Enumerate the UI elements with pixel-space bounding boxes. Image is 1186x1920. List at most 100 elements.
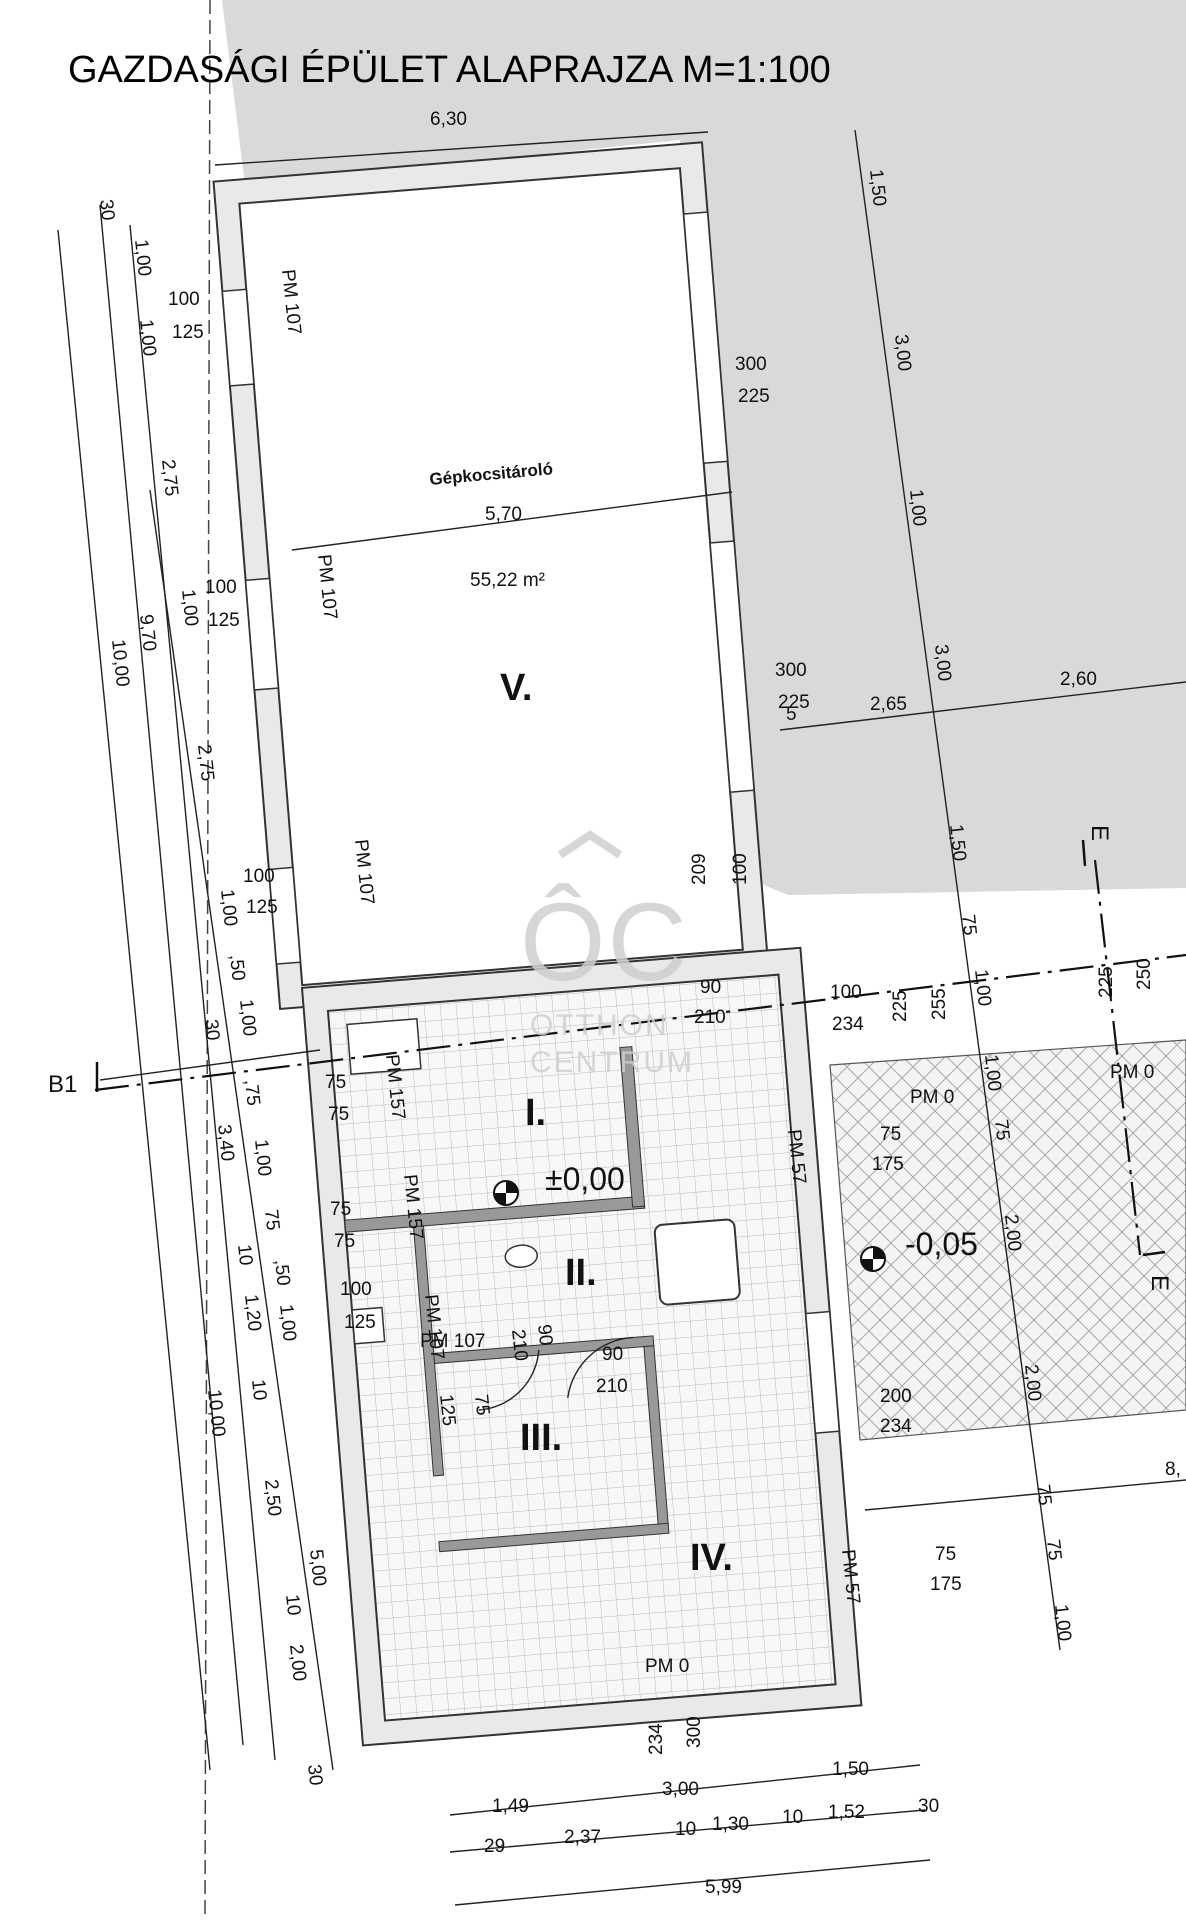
section-lines (94, 839, 1186, 1257)
left-chain-19: 5,00 (305, 1548, 330, 1587)
left-chain-13: ,50 (270, 1258, 294, 1286)
op-90-b: 90 (533, 1323, 556, 1346)
right-chain-2: 1,00 (905, 488, 930, 527)
garage-building (212, 141, 770, 1011)
op-210-c: 210 (596, 1376, 628, 1397)
pm107-e: PM 107 (420, 1331, 485, 1352)
section-e-top: E (1086, 825, 1113, 841)
left-dimension-lines (57, 204, 334, 1771)
op-125-d: 125 (344, 1312, 376, 1333)
left-chain-20: 10 (281, 1593, 304, 1616)
right-lower-0: 75 (957, 913, 980, 936)
terrace-level: -0,05 (905, 1226, 978, 1262)
right-chain-0: 1,50 (865, 168, 890, 207)
op-175-a: 175 (872, 1154, 904, 1175)
right-lower-7: 75 (1042, 1538, 1065, 1561)
op-75-b: 75 (328, 1104, 349, 1125)
op-250: 250 (1134, 958, 1155, 990)
op-75-d: 75 (334, 1231, 355, 1252)
op-210-b: 210 (507, 1328, 531, 1362)
left-chain-3: 2,75 (157, 458, 182, 497)
bottom-total: 5,99 (705, 1877, 742, 1898)
left-chain-16: 1,00 (275, 1303, 300, 1342)
terrace-hatch (829, 1039, 1186, 1441)
level-marker-terrace (860, 1246, 886, 1272)
op-125-b: 125 (208, 610, 240, 631)
right-lower-3: 75 (990, 1118, 1013, 1141)
op-100-e: 100 (830, 982, 862, 1003)
property-line (204, 0, 211, 1920)
left-chain-21: 2,00 (285, 1643, 310, 1682)
dim-2-60: 2,60 (1060, 669, 1097, 690)
op-100-b: 100 (205, 577, 237, 598)
dim-left-total2: 10,00 (203, 1388, 229, 1437)
watermark: ÔC OTTHON CENTRUM (520, 830, 694, 1079)
op-75-e: 75 (470, 1393, 493, 1416)
left-chain-22: 30 (303, 1763, 326, 1786)
right-lower-2: 1,00 (980, 1053, 1005, 1092)
op-100-d: 100 (730, 853, 751, 885)
bottom-10b: 10 (782, 1807, 803, 1828)
opening-labels: PM 107 100 125 300 225 PM 107 100 125 30… (168, 268, 1155, 1755)
op-75-g: 75 (935, 1544, 956, 1565)
right-chain-labels: 1,50 3,00 1,00 3,00 1,50 75 1,00 1,00 75… (865, 168, 1075, 1642)
op-125-c: 125 (246, 897, 278, 918)
op-255: 255 (929, 988, 950, 1020)
room-ii-label: II. (565, 1252, 597, 1294)
left-chain-18: 2,50 (260, 1478, 285, 1517)
dim-top-width: 6,30 (430, 109, 467, 130)
room-iv-label: IV. (690, 1537, 733, 1579)
op-100-c: 100 (243, 866, 275, 887)
op-75-c: 75 (330, 1199, 351, 1220)
right-lower-1: 1,00 (970, 968, 995, 1007)
bottom-10a: 10 (675, 1819, 696, 1840)
drawing-title: GAZDASÁGI ÉPÜLET ALAPRAJZA M=1:100 (68, 48, 831, 91)
op-75-a: 75 (325, 1072, 346, 1093)
op-225-d: 225 (1096, 966, 1117, 998)
pm0-c: PM 0 (645, 1656, 689, 1677)
bottom-1-49: 1,49 (492, 1796, 529, 1817)
watermark-line2: CENTRUM (530, 1046, 694, 1079)
right-lower-6: 75 (1032, 1483, 1055, 1506)
op-234-b: 234 (880, 1416, 912, 1437)
op-100-f: 100 (340, 1279, 372, 1300)
right-dimension-lines (214, 129, 1186, 1651)
left-chain-2: 1,00 (135, 318, 160, 357)
left-chain-10: ,75 (240, 1078, 264, 1106)
left-chain-7: ,50 (225, 953, 249, 981)
room-v-label: V. (500, 667, 532, 709)
bottom-dimension-lines (449, 1764, 931, 1906)
bottom-2-37: 2,37 (564, 1827, 601, 1848)
op-125-a: 125 (172, 322, 204, 343)
op-234-a: 234 (832, 1014, 864, 1035)
bottom-3-00: 3,00 (662, 1779, 699, 1800)
op-90-c: 90 (602, 1344, 623, 1365)
right-lower-5: 2,00 (1020, 1363, 1045, 1402)
op-225-a: 225 (738, 386, 770, 407)
annex-building (300, 946, 863, 1747)
dim-left-total: 10,00 (107, 638, 133, 687)
bottom-1-50: 1,50 (832, 1759, 869, 1780)
left-chain-15: 1,20 (240, 1293, 265, 1332)
dim-right-edge: 8, (1165, 1459, 1181, 1480)
op-75-f: 75 (880, 1124, 901, 1145)
op-200: 200 (880, 1386, 912, 1407)
floor-level: ±0,00 (545, 1161, 625, 1197)
dim-garage-width: 5,70 (485, 504, 522, 525)
right-lower-8: 1,00 (1050, 1603, 1075, 1642)
left-chain-5: 2,75 (193, 743, 218, 782)
dim-left-inner: 9,70 (135, 613, 160, 652)
dim-2-65: 2,65 (870, 694, 907, 715)
watermark-logo: ÔC (520, 881, 689, 1004)
op-225-b: 225 (778, 692, 810, 713)
left-chain-1: 1,00 (130, 238, 155, 277)
left-chain-14: 10 (233, 1243, 256, 1266)
left-chain-labels: 30 1,00 1,00 2,75 1,00 2,75 1,00 ,50 1,0… (95, 198, 330, 1786)
left-chain-11: 1,00 (250, 1138, 275, 1177)
dim-5: 5 (786, 704, 797, 725)
left-chain-6: 1,00 (216, 888, 241, 927)
room-i-label: I. (525, 1092, 546, 1134)
section-e-bottom: E (1146, 1275, 1173, 1291)
op-300-a: 300 (735, 354, 767, 375)
level-marker-floor (493, 1180, 519, 1206)
